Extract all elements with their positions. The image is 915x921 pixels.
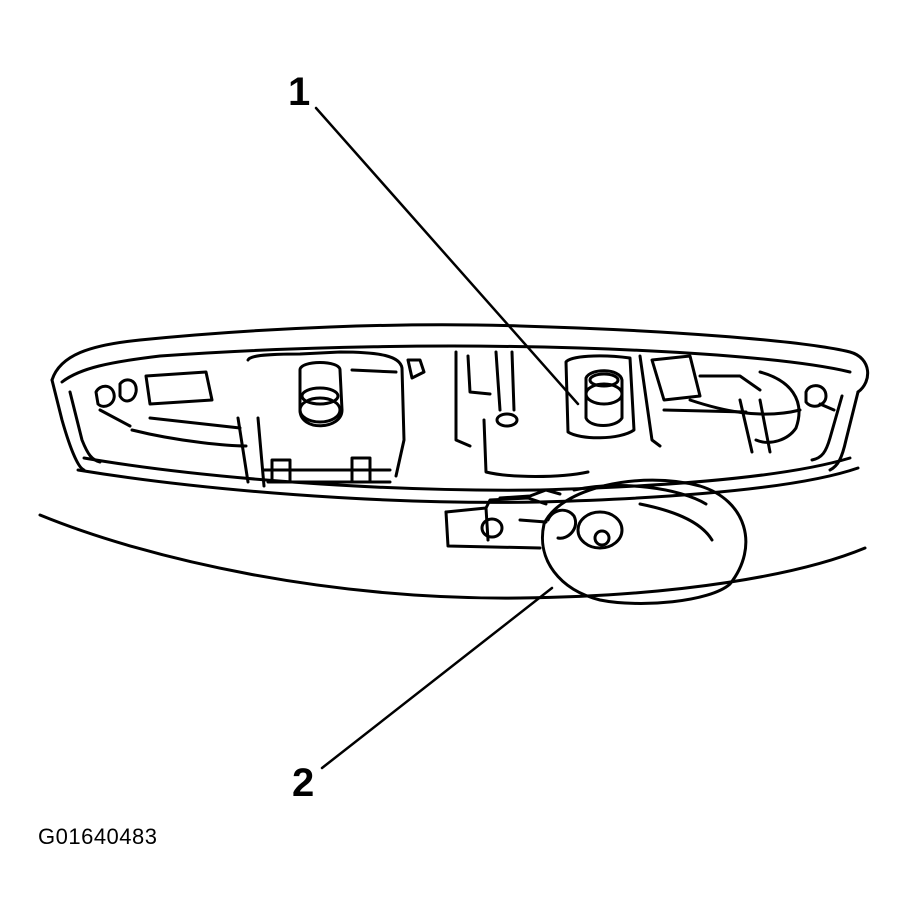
right-reflector [638,354,802,454]
housing-right-inner [810,394,844,462]
left-clip [94,378,138,428]
housing-bottom [76,466,860,504]
right-clip [804,384,836,412]
housing-inner-rim [60,344,852,384]
callout-2-leader [320,586,554,770]
center-divider [406,350,590,478]
housing-outer-rim [50,323,870,394]
housing-left-inner [68,390,102,464]
housing-left-end [50,378,86,472]
left-bulb-socket [236,350,406,488]
callout-1-leader [314,106,580,406]
lamp-lens-cover [541,478,748,605]
housing-bottom-inner [82,456,852,492]
housing-right-end [828,390,860,472]
callout-number-2: 2 [292,761,315,805]
right-bulb [564,354,636,440]
mounting-bracket [444,488,562,550]
left-reflector [130,370,248,448]
figure-id-label: G01640483 [38,824,158,849]
headliner-curve [38,513,867,600]
callout-number-1: 1 [288,70,311,114]
